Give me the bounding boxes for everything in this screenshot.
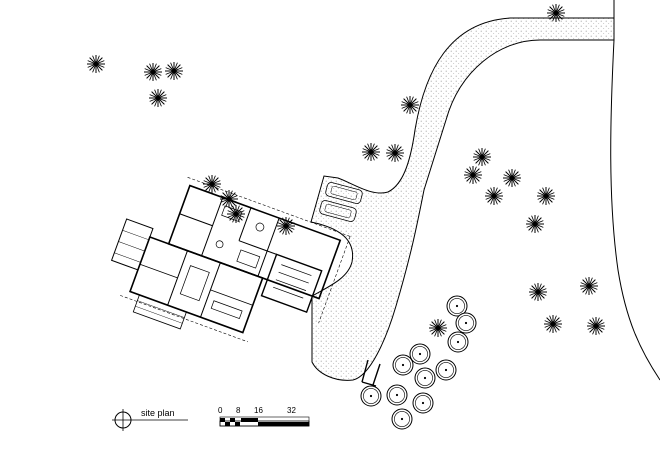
shrub-circle-icon [386,384,408,406]
tree-symbol-icon [586,316,606,336]
property-boundary [610,0,660,381]
tree-symbol-icon [361,142,381,162]
tree-symbol-icon [202,174,222,194]
shrub-circle-icon [455,312,477,334]
tree-symbol-icon [226,204,246,224]
north-arrow-icon [112,409,134,431]
scale-bar [219,416,310,427]
shrub-circle-icon [409,343,431,365]
parked-car-icon [325,182,363,204]
scale-tick-16: 16 [254,406,263,415]
shrub-circle-icon [360,385,382,407]
shrub-circle-icon [435,359,457,381]
shrub-circle-icon [391,408,413,430]
scale-tick-32: 32 [287,406,296,415]
tree-symbol-icon [528,282,548,302]
tree-symbol-icon [502,168,522,188]
tree-symbol-icon [276,216,296,236]
tree-symbol-icon [536,186,556,206]
tree-symbol-icon [472,147,492,167]
tree-symbol-icon [219,189,239,209]
tree-symbol-icon [463,165,483,185]
scale-tick-8: 8 [236,406,241,415]
shrub-circle-icon [392,354,414,376]
tree-symbol-icon [164,61,184,81]
tree-symbol-icon [484,186,504,206]
entry-gate [361,359,381,389]
driveway [310,17,615,381]
parked-car-icon [319,200,357,222]
tree-symbol-icon [86,54,106,74]
shrub-circle-icon [412,392,434,414]
legend-title: site plan [141,408,175,418]
scale-tick-0: 0 [218,406,223,415]
legend: site plan 0 8 16 32 [112,406,310,431]
tree-symbol-icon [543,314,563,334]
tree-symbol-icon [143,62,163,82]
tree-symbol-icon [579,276,599,296]
house-floor-plan [110,177,351,343]
tree-symbol-icon [546,3,566,23]
tree-symbol-icon [428,318,448,338]
tree-symbol-icon [525,214,545,234]
shrub-circle-icon [414,367,436,389]
tree-symbol-icon [385,143,405,163]
shrub-circle-icon [447,331,469,353]
tree-symbol-icon [400,95,420,115]
tree-symbol-icon [148,88,168,108]
